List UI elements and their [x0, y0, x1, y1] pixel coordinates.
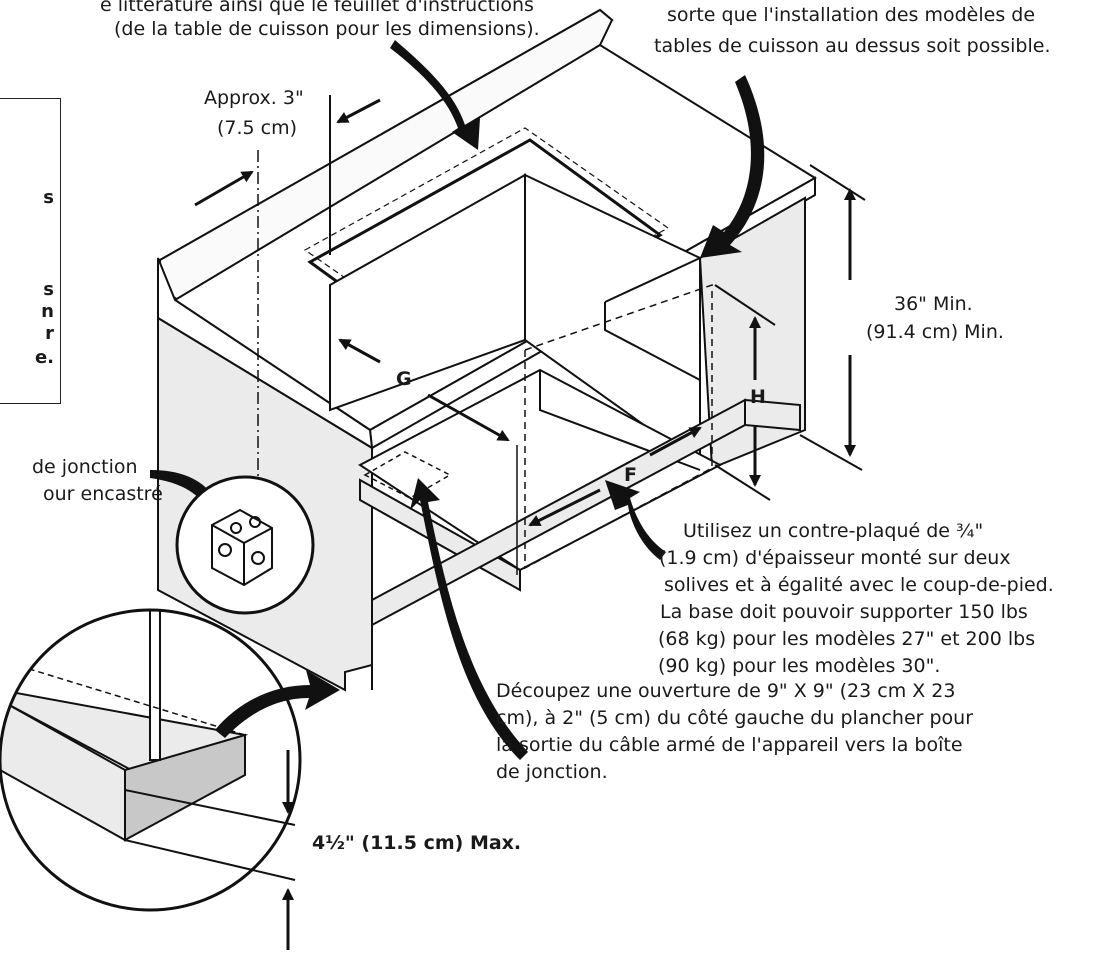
left-note-box: s s n r e. — [0, 98, 61, 404]
cabinet-right-panel — [698, 196, 806, 470]
left-note-line1: s — [43, 187, 54, 208]
toekick-label: 4½" (11.5 cm) Max. — [312, 832, 522, 854]
dimension-letter-f: F — [624, 464, 637, 486]
cutout-note-line2: cm), à 2" (5 cm) du côté gauche du planc… — [496, 707, 974, 729]
junction-label-line2: our encastré — [43, 483, 163, 505]
plywood-note-line1: Utilisez un contre-plaqué de ¾" — [683, 520, 984, 542]
top-right-note-line2: tables de cuisson au dessus soit possibl… — [654, 35, 1051, 57]
f-dimension-arrows — [528, 426, 702, 527]
approx-label-line2: (7.5 cm) — [217, 117, 298, 139]
plywood-note-line3: solives et à égalité avec le coup-de-pie… — [664, 574, 1054, 596]
height-label-line1: 36" Min. — [894, 293, 973, 315]
toekick-dimension — [124, 750, 296, 950]
dimension-letter-g: G — [396, 368, 412, 390]
top-right-note-line1: sorte que l'installation des modèles de — [667, 4, 1036, 26]
plywood-note-line5: (68 kg) pour les modèles 27" et 200 lbs — [658, 628, 1036, 650]
toekick-detail-circle — [0, 608, 302, 912]
g-dimension-arrows — [338, 338, 510, 442]
approx-label-line1: Approx. 3" — [204, 87, 304, 109]
junction-box-detail — [175, 475, 315, 615]
cutout-note-line1: Découpez une ouverture de 9" X 9" (23 cm… — [496, 680, 956, 702]
top-left-note-line2: (de la table de cuisson pour les dimensi… — [114, 18, 540, 40]
left-note-line4: r — [45, 323, 54, 344]
plywood-base-outline — [524, 283, 713, 570]
left-note-line2: s — [43, 279, 54, 300]
toekick-callout-arrow — [215, 670, 340, 738]
cabinet-floor — [358, 368, 723, 572]
h-dimension — [714, 284, 776, 501]
plywood-note-line2: (1.9 cm) d'épaisseur monté sur deux — [659, 547, 1011, 569]
approx-dimension-arrows — [194, 95, 381, 255]
floor-cutout-dashed — [363, 451, 452, 499]
countertop-left-edge — [157, 257, 374, 450]
height-dimension — [799, 164, 866, 471]
dimension-letter-h: H — [750, 386, 766, 408]
left-note-line5: e. — [34, 347, 54, 368]
cutout-note-line3: la sortie du câble armé de l'appareil ve… — [496, 734, 963, 756]
junction-label-line1: de jonction — [32, 456, 138, 478]
left-note-line3: n — [41, 301, 54, 322]
top-left-note-line1: e littérature ainsi que le feuillet d'in… — [100, 0, 534, 16]
plywood-note-line4: La base doit pouvoir supporter 150 lbs — [660, 601, 1028, 623]
plywood-note-line6: (90 kg) pour les modèles 30". — [658, 655, 941, 677]
cutout-note-line4: de jonction. — [496, 761, 608, 783]
height-label-line2: (91.4 cm) Min. — [866, 321, 1004, 343]
